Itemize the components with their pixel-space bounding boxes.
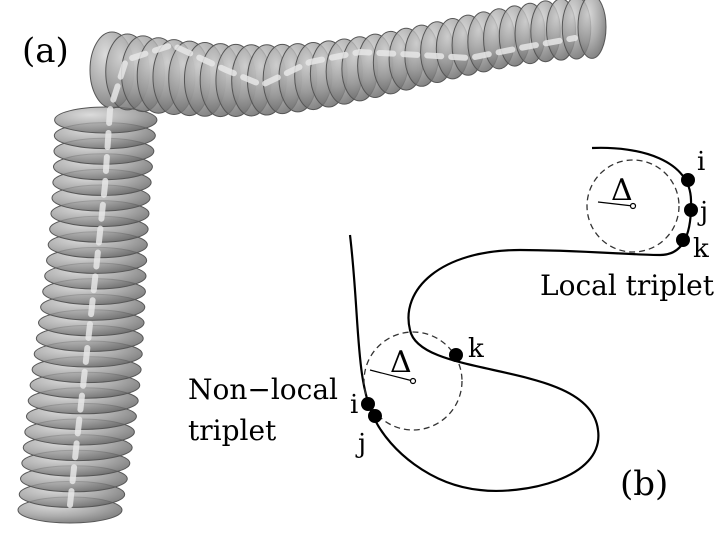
nonlocal-delta-label: Δ <box>390 345 412 380</box>
nonlocal-point-j-label: j <box>355 429 366 459</box>
local-point-i-label: i <box>697 147 705 177</box>
chain-disc <box>577 0 607 59</box>
local-point-j <box>684 203 698 217</box>
local-point-j-label: j <box>697 197 708 227</box>
backbone-curve <box>348 146 693 492</box>
nonlocal-point-i <box>361 397 375 411</box>
nonlocal-caption-line2: triplet <box>188 414 277 447</box>
local-point-i <box>681 173 695 187</box>
local-triplet-caption: Local triplet <box>540 269 715 302</box>
nonlocal-range-circle <box>363 331 463 431</box>
local-point-k <box>676 233 690 247</box>
panel-a-label: (a) <box>22 31 69 71</box>
nonlocal-radius-line <box>369 369 414 382</box>
nonlocal-point-k-label: k <box>468 334 484 364</box>
local-range-circle <box>586 159 680 253</box>
nonlocal-caption-line1: Non−local <box>188 373 338 406</box>
chain-axis <box>67 35 578 508</box>
panel-b: i j k Δ Local triplet i j k Δ Non−local … <box>188 146 715 492</box>
nonlocal-center-marker <box>409 377 417 385</box>
panel-b-label: (b) <box>620 464 668 504</box>
local-delta-label: Δ <box>611 173 633 208</box>
nonlocal-point-k <box>449 348 463 362</box>
nonlocal-point-j <box>368 409 382 423</box>
local-point-k-label: k <box>693 234 709 264</box>
nonlocal-point-i-label: i <box>350 390 358 420</box>
local-center-marker <box>629 202 637 210</box>
disc-chain <box>17 0 607 524</box>
local-radius-line <box>597 201 634 207</box>
